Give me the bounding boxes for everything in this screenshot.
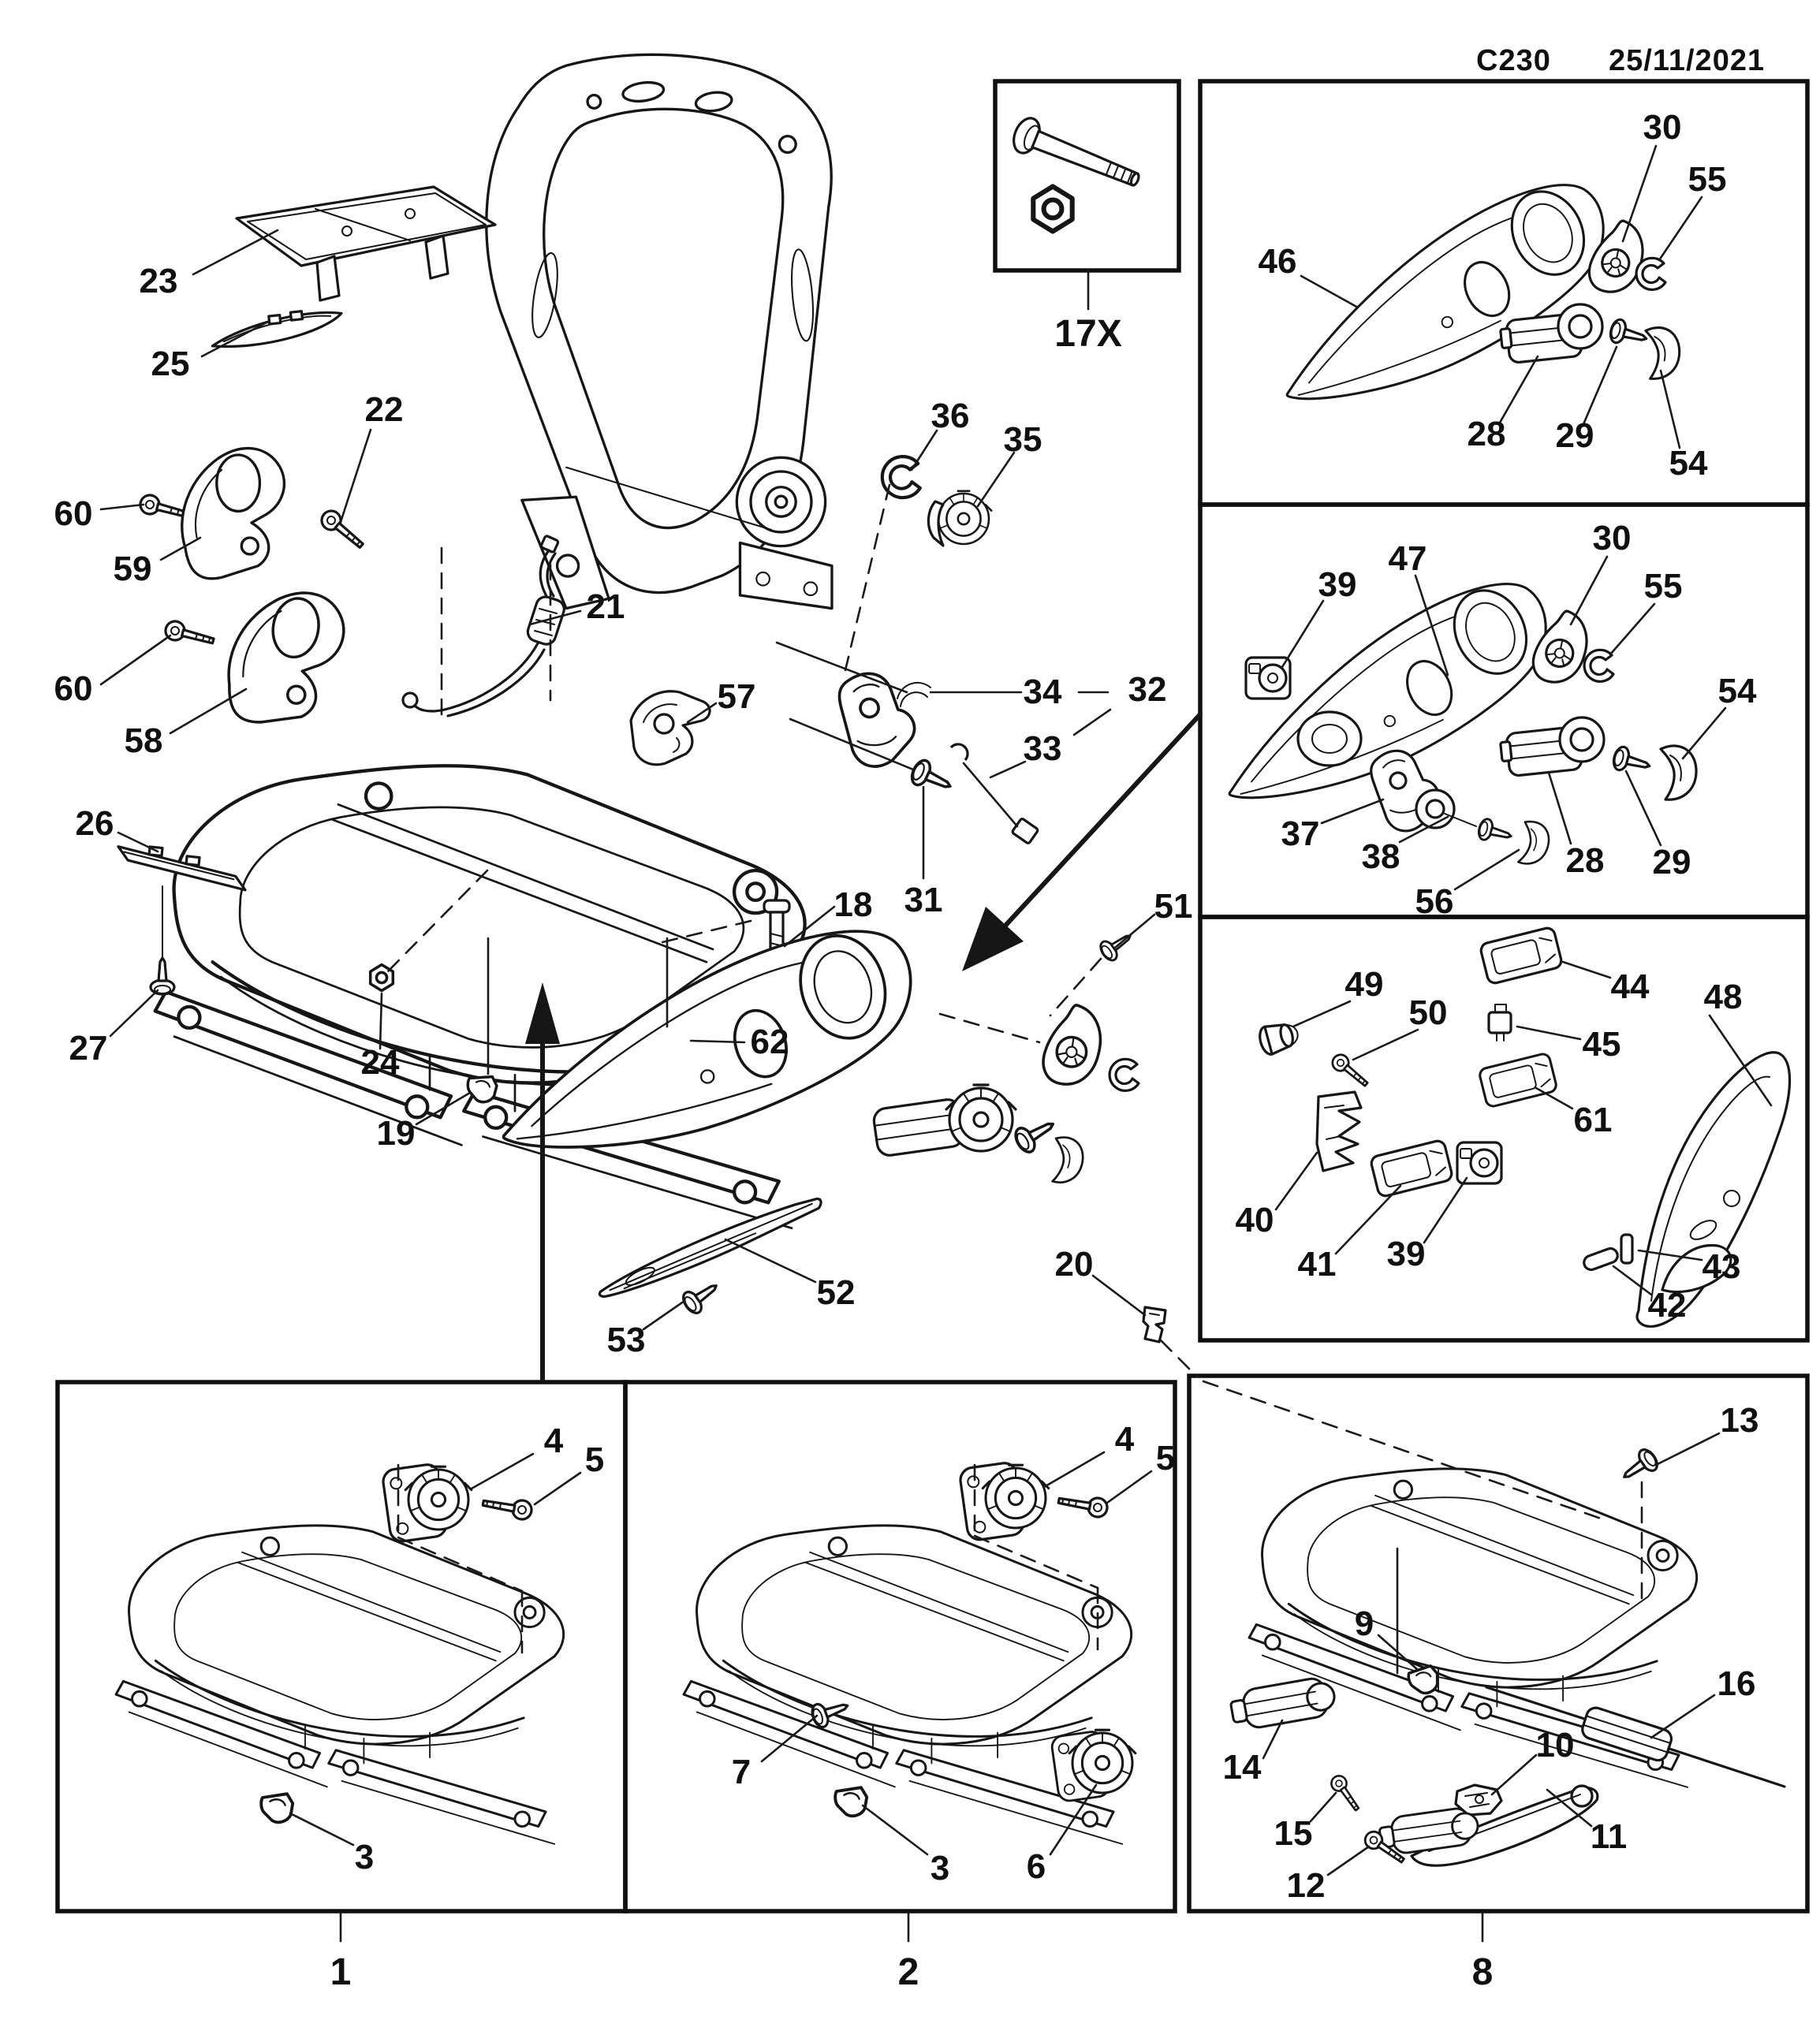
part-callout-11: 11 xyxy=(1590,1817,1628,1856)
part-callout-32: 32 xyxy=(1128,670,1167,709)
part-callout-33: 33 xyxy=(1023,729,1062,768)
part-34-guide-bracket xyxy=(833,663,931,773)
part-callout-62: 62 xyxy=(750,1023,789,1061)
part-callout-46: 46 xyxy=(1258,242,1297,281)
part-callout-56: 56 xyxy=(1415,882,1454,921)
group-label-17X: 17X xyxy=(1054,313,1122,355)
group-label-8: 8 xyxy=(1471,1951,1494,1993)
part-callout-19: 19 xyxy=(376,1114,416,1153)
part-callout-3: 3 xyxy=(930,1849,950,1888)
part-callout-55: 55 xyxy=(1688,160,1727,199)
part-callout-44: 44 xyxy=(1610,967,1650,1006)
part-callout-51: 51 xyxy=(1154,887,1193,926)
part-callout-30: 30 xyxy=(1592,519,1632,557)
part-callout-35: 35 xyxy=(1003,420,1042,459)
part-callout-4: 4 xyxy=(1114,1420,1135,1459)
part-callout-58: 58 xyxy=(124,721,163,760)
part-callout-23: 23 xyxy=(139,262,178,300)
part-callout-16: 16 xyxy=(1717,1664,1756,1703)
part-callout-28: 28 xyxy=(1467,415,1506,453)
drawing-date: 25/11/2021 xyxy=(1609,44,1766,77)
part-callout-30: 30 xyxy=(1643,108,1682,147)
drawing-code: C230 xyxy=(1476,44,1551,77)
part-callout-5: 5 xyxy=(1155,1439,1176,1478)
part-callout-10: 10 xyxy=(1535,1726,1575,1765)
part-callout-57: 57 xyxy=(717,677,756,716)
part-callout-7: 7 xyxy=(731,1753,751,1791)
part-callout-6: 6 xyxy=(1026,1847,1046,1886)
part-callout-13: 13 xyxy=(1720,1401,1759,1440)
part-callout-18: 18 xyxy=(834,885,873,924)
part-callout-20: 20 xyxy=(1054,1245,1094,1284)
panel-borders xyxy=(55,79,1810,1914)
part-callout-21: 21 xyxy=(586,587,625,626)
part-callout-43: 43 xyxy=(1702,1247,1741,1286)
part-callout-54: 54 xyxy=(1717,672,1757,710)
part-callout-27: 27 xyxy=(69,1029,108,1068)
part-33-rod xyxy=(949,743,1039,844)
part-callout-37: 37 xyxy=(1281,814,1320,853)
part-callout-42: 42 xyxy=(1647,1286,1687,1325)
part-callout-24: 24 xyxy=(360,1043,400,1082)
part-42-pad xyxy=(1583,1247,1619,1272)
part-callout-49: 49 xyxy=(1344,965,1384,1004)
panel-b-parts xyxy=(1203,572,1698,870)
part-callout-52: 52 xyxy=(816,1273,856,1312)
box-variant-2 xyxy=(623,1380,1177,1914)
reference-arrows xyxy=(525,712,1203,1382)
part-callout-40: 40 xyxy=(1235,1201,1274,1239)
part-17x-bolt-nut xyxy=(1013,117,1140,231)
part-callout-53: 53 xyxy=(606,1321,646,1359)
part-callout-54: 54 xyxy=(1669,444,1708,483)
part-callout-29: 29 xyxy=(1555,416,1594,455)
part-callout-38: 38 xyxy=(1361,837,1400,876)
part-callout-9: 9 xyxy=(1354,1604,1374,1643)
part-callout-60: 60 xyxy=(54,494,93,533)
part-callout-41: 41 xyxy=(1297,1245,1337,1284)
part-callout-31: 31 xyxy=(904,881,943,919)
part-callout-14: 14 xyxy=(1222,1748,1262,1787)
part-24-nut xyxy=(368,963,395,993)
group-label-2: 2 xyxy=(897,1951,919,1993)
group-label-1: 1 xyxy=(330,1951,352,1993)
part-callout-15: 15 xyxy=(1274,1814,1313,1853)
inset-17x-box xyxy=(993,79,1181,273)
panel-a-parts xyxy=(1261,173,1681,405)
part-callout-39: 39 xyxy=(1386,1235,1426,1273)
part-callout-59: 59 xyxy=(113,550,152,588)
part-callout-50: 50 xyxy=(1408,993,1448,1032)
part-callout-55: 55 xyxy=(1643,567,1683,606)
part-callout-61: 61 xyxy=(1573,1101,1613,1139)
part-35-recliner xyxy=(927,490,993,547)
part-43-peg xyxy=(1620,1233,1634,1265)
part-callout-25: 25 xyxy=(151,345,190,383)
part-seat-back-frame xyxy=(485,53,834,610)
part-callout-22: 22 xyxy=(364,390,404,429)
part-callout-39: 39 xyxy=(1318,565,1357,604)
part-callout-48: 48 xyxy=(1703,978,1743,1016)
part-callout-29: 29 xyxy=(1652,843,1691,881)
part-knob-cluster xyxy=(872,1000,1140,1187)
part-callout-47: 47 xyxy=(1388,539,1427,578)
part-callout-36: 36 xyxy=(931,397,970,435)
part-callout-4: 4 xyxy=(543,1422,564,1460)
part-callout-28: 28 xyxy=(1565,841,1605,880)
part-callout-3: 3 xyxy=(354,1838,375,1876)
part-callout-26: 26 xyxy=(75,804,114,843)
part-callout-60: 60 xyxy=(54,669,93,708)
box-variant-8 xyxy=(1187,1373,1810,1914)
part-callout-34: 34 xyxy=(1023,673,1062,711)
part-callout-12: 12 xyxy=(1286,1866,1326,1905)
part-callout-5: 5 xyxy=(584,1440,605,1479)
part-callout-45: 45 xyxy=(1582,1025,1621,1064)
